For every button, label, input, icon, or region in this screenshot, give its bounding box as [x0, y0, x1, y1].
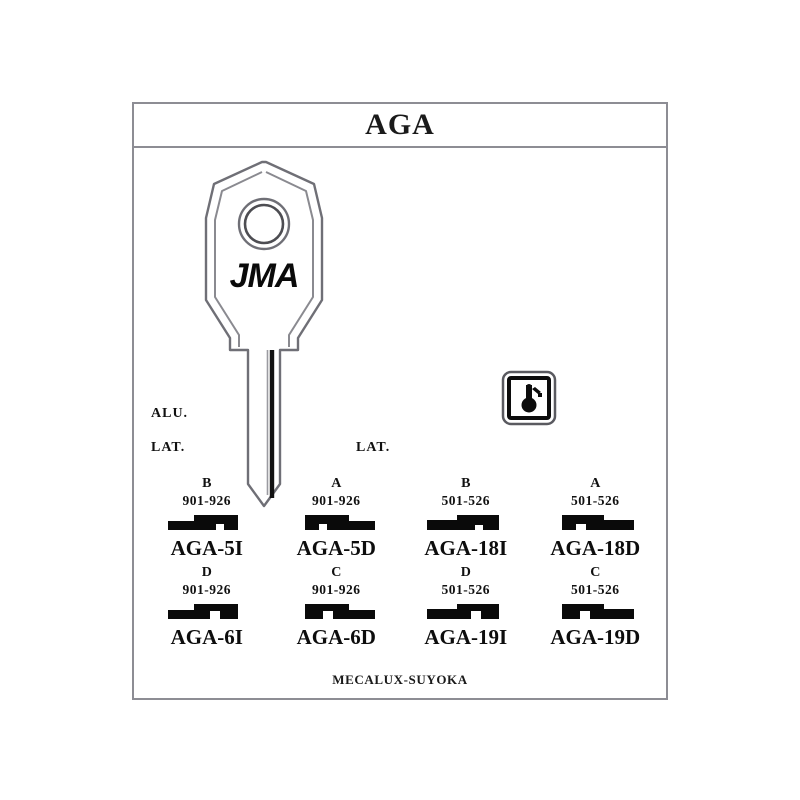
- badge-container: [501, 370, 557, 426]
- profile-range: 901-926: [182, 493, 231, 508]
- profile-shape-aga-6i: [142, 599, 272, 625]
- jma-logo: JMA: [230, 257, 300, 295]
- profile-code: AGA-19I: [424, 625, 508, 649]
- key-illustration: JMA: [184, 154, 344, 554]
- profile-shape-aga-5i: [142, 510, 272, 536]
- profile-code: AGA-5I: [170, 536, 243, 560]
- profile-code: AGA-5D: [296, 536, 376, 560]
- profile-shape-aga-19i: [401, 599, 531, 625]
- profile-code: AGA-6D: [296, 625, 376, 649]
- profile-shape-aga-5d: [272, 510, 402, 536]
- bulb-glyph: [521, 384, 537, 413]
- material-label-lat-right: LAT.: [356, 440, 391, 455]
- profile-shape-aga-19d: [531, 599, 661, 625]
- title-bar: AGA: [134, 104, 666, 148]
- profile-cell-aga-5d[interactable]: A 901-926 AGA-5D: [272, 476, 402, 565]
- material-label-lat-left: LAT.: [151, 440, 186, 455]
- profile-range: 501-526: [571, 493, 620, 508]
- profile-code: AGA-18D: [550, 536, 641, 560]
- profile-range: 901-926: [182, 582, 231, 597]
- chart-frame: AGA JMA AL: [132, 102, 668, 700]
- profile-cell-aga-5i[interactable]: B 901-926 AGA-5I: [142, 476, 272, 565]
- page-title: AGA: [365, 108, 435, 141]
- profile-letter: C: [331, 565, 342, 580]
- profile-row: B 901-926 AGA-5I A 901-926: [142, 476, 660, 565]
- profile-cell-aga-6i[interactable]: D 901-926 AGA-6I: [142, 565, 272, 654]
- key-bulb-icon: [501, 370, 557, 426]
- profile-shape-aga-18d: [531, 510, 661, 536]
- profile-shape-aga-18i: [401, 510, 531, 536]
- profile-range: 501-526: [571, 582, 620, 597]
- profile-grid: B 901-926 AGA-5I A 901-926: [142, 476, 660, 654]
- profile-letter: C: [590, 565, 601, 580]
- profile-letter: B: [202, 476, 212, 491]
- profile-range: 501-526: [441, 493, 490, 508]
- jma-logo-text: JMA: [230, 257, 299, 295]
- profile-code: AGA-19D: [550, 625, 641, 649]
- profile-range: 901-926: [312, 493, 361, 508]
- profile-cell-aga-19d[interactable]: C 501-526 AGA-19D: [531, 565, 661, 654]
- profile-letter: D: [460, 565, 471, 580]
- key-blank-drawing: JMA: [204, 160, 324, 508]
- key-inner-contour-right: [265, 171, 314, 347]
- profile-code: AGA-18I: [424, 536, 508, 560]
- profile-code: AGA-6I: [170, 625, 243, 649]
- round-hole-icon: [243, 203, 285, 245]
- profile-letter: A: [331, 476, 342, 491]
- profile-range: 501-526: [441, 582, 490, 597]
- profile-letter: D: [201, 565, 212, 580]
- profile-range: 901-926: [312, 582, 361, 597]
- profile-cell-aga-18i[interactable]: B 501-526 AGA-18I: [401, 476, 531, 565]
- profile-cell-aga-19i[interactable]: D 501-526 AGA-19I: [401, 565, 531, 654]
- profile-cell-aga-18d[interactable]: A 501-526 AGA-18D: [531, 476, 661, 565]
- material-label-alu: ALU.: [151, 406, 189, 421]
- profile-letter: B: [461, 476, 471, 491]
- footer-text: MECALUX-SUYOKA: [332, 672, 468, 687]
- spark-mark-icon: [532, 387, 542, 397]
- profile-row: D 901-926 AGA-6I C 901-926: [142, 565, 660, 654]
- profile-cell-aga-6d[interactable]: C 901-926 AGA-6D: [272, 565, 402, 654]
- profile-letter: A: [590, 476, 601, 491]
- key-inner-contour-left: [214, 171, 263, 347]
- profile-shape-aga-6d: [272, 599, 402, 625]
